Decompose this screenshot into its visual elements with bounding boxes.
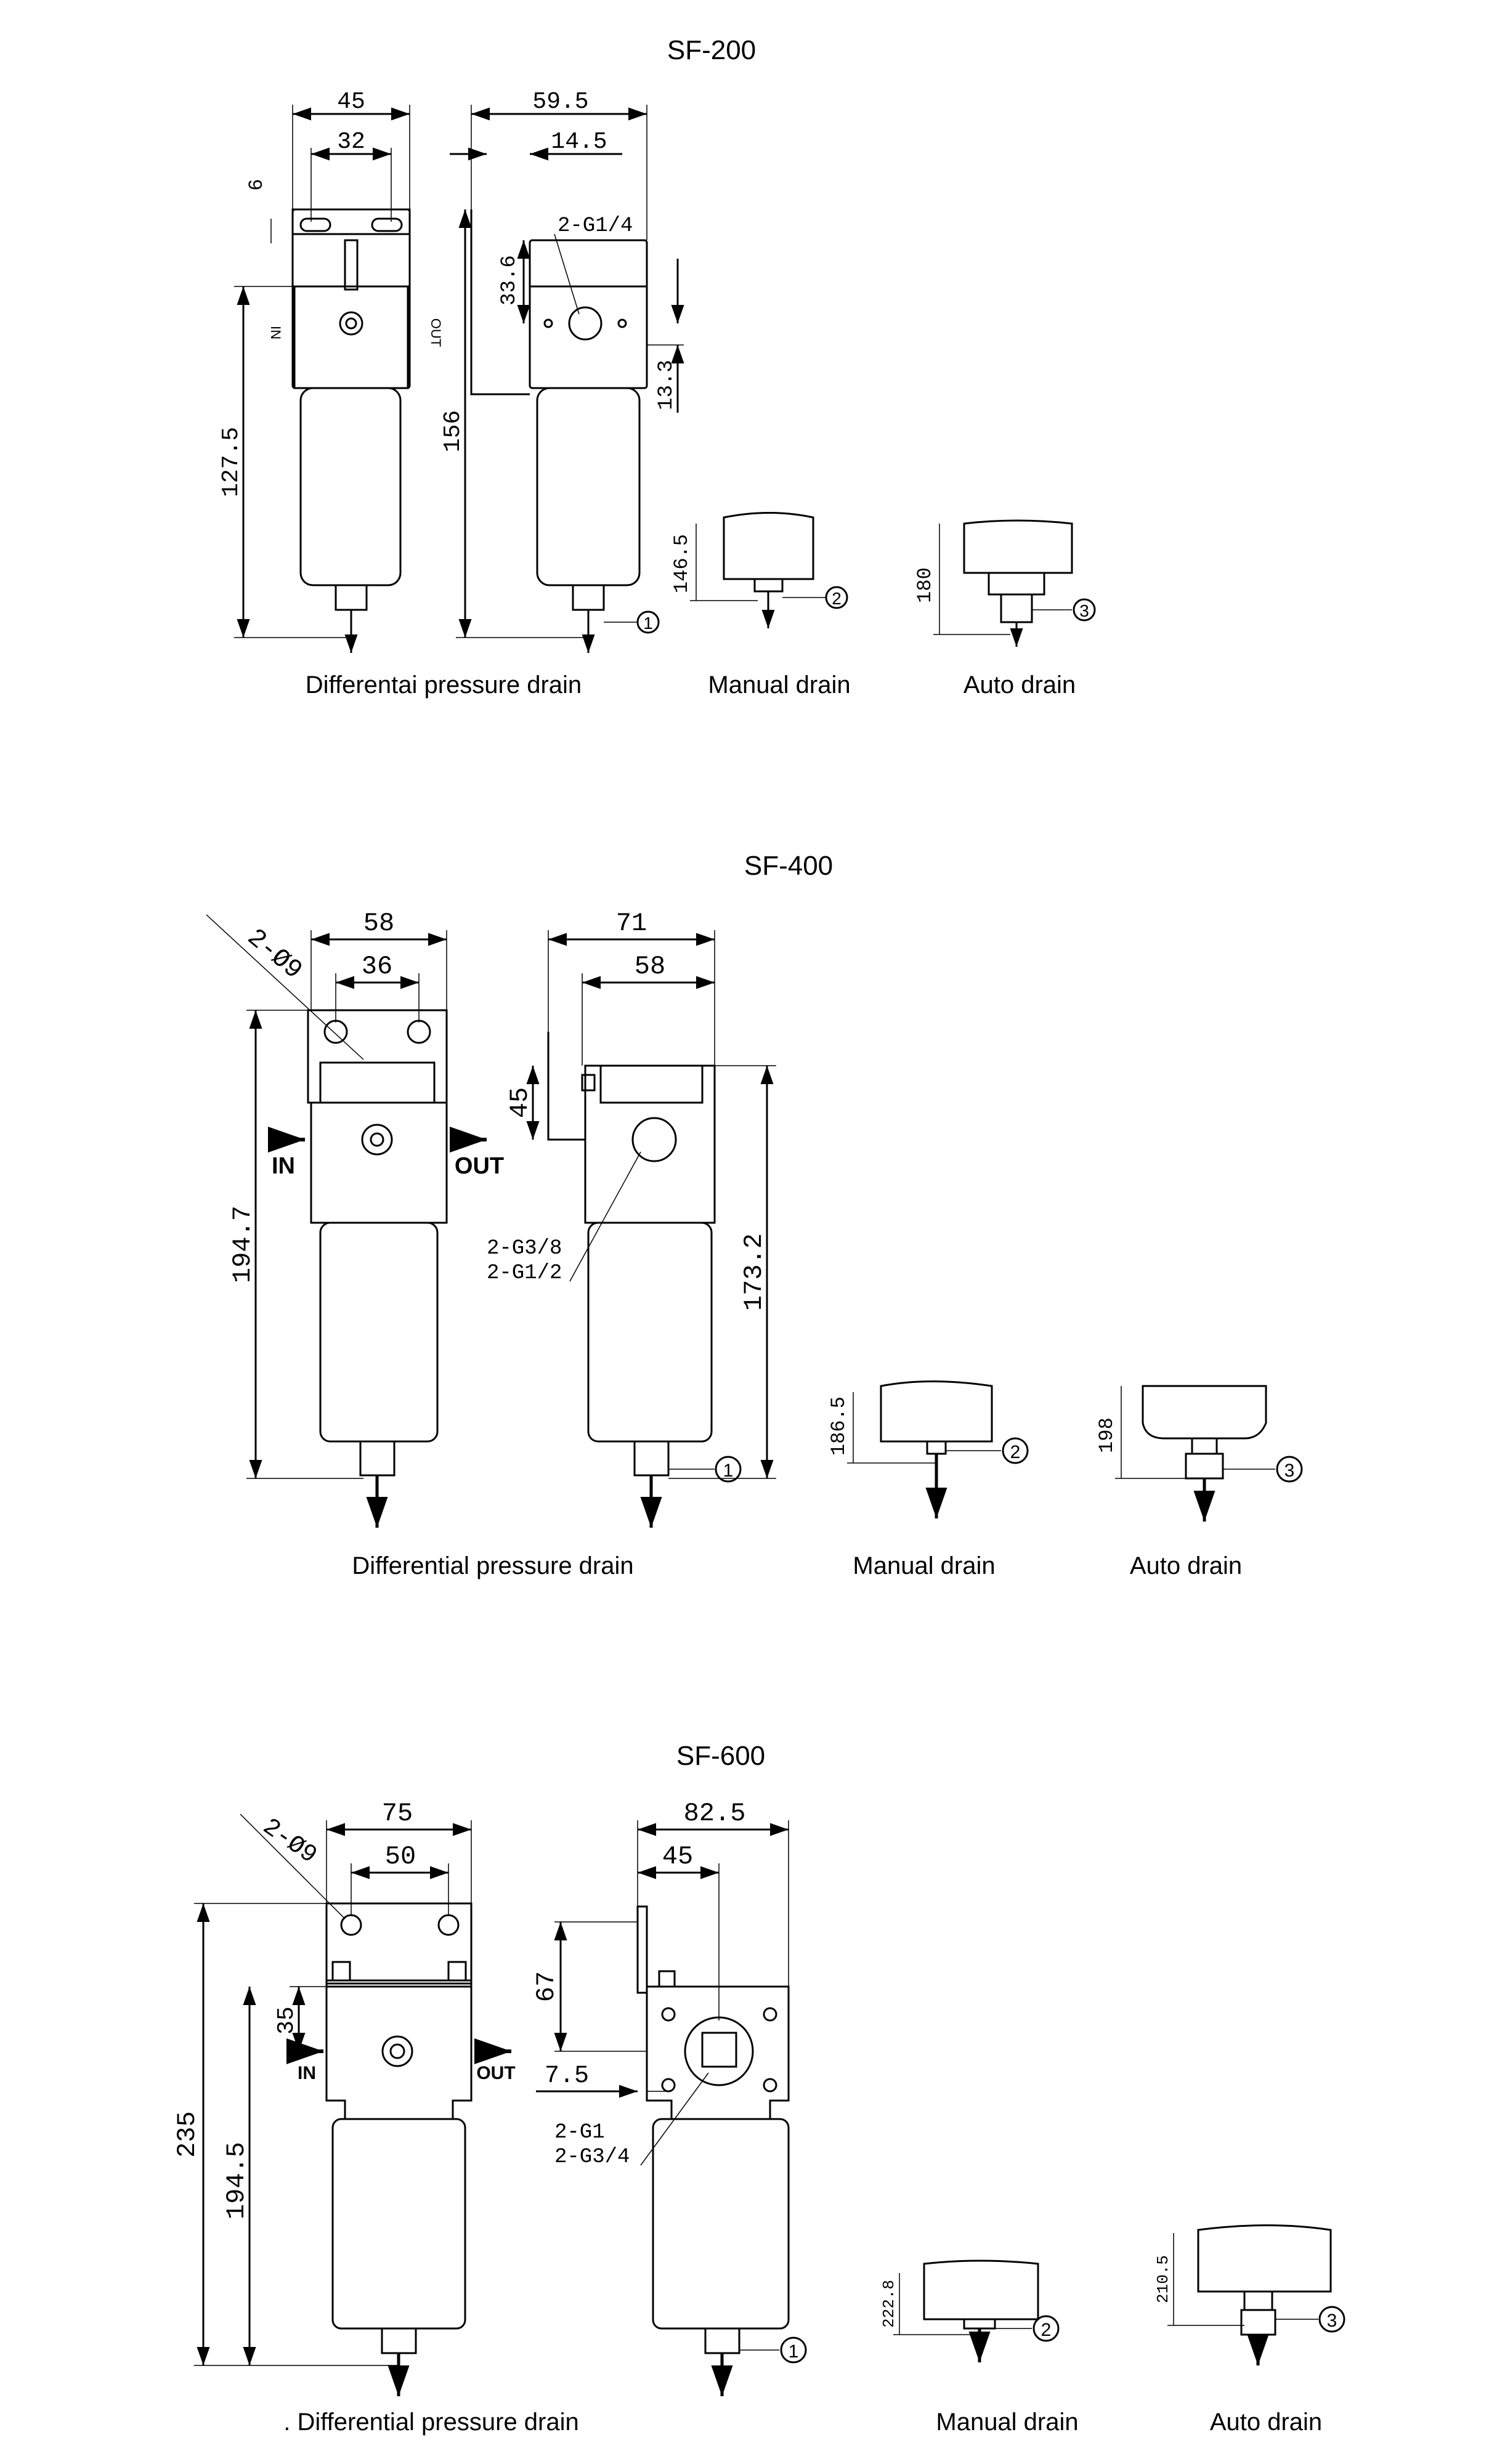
sf400-marker-1: 1 xyxy=(723,1461,734,1481)
sf200-side-view: 59.5 14.5 2-G1/4 33.6 13.3 156 1 xyxy=(440,89,684,653)
sf400-port-label-1: 2-G3/8 xyxy=(487,1237,562,1260)
sf200-dim-port-offset: 13.3 xyxy=(655,360,678,410)
sf400-port-label-2: 2-G1/2 xyxy=(487,1262,562,1285)
sf600-dim-manual-height: 222.8 xyxy=(880,2280,898,2328)
sf600-dim-top-outer: 75 xyxy=(382,1799,413,1828)
sf200-port-label: 2-G1/4 xyxy=(558,214,633,238)
sf400-front-view: IN OUT 58 36 2-Ø9 194.7 xyxy=(206,909,504,1528)
sf600-in-label: IN xyxy=(298,2063,316,2083)
sf600-title: SF-600 xyxy=(676,1741,765,1771)
sf400-dim-side-height: 173.2 xyxy=(739,1233,769,1311)
sf200-out-label: OUT xyxy=(428,318,444,347)
sf600-dim-bracket-height: 67 xyxy=(532,1971,561,2002)
sf200-caption-manual: Manual drain xyxy=(708,671,850,699)
sf400-dim-side-inner: 58 xyxy=(635,952,665,981)
sf600-dim-front-outer: 235 xyxy=(172,2111,202,2158)
sf600-caption-differential: . Differential pressure drain xyxy=(283,2409,579,2436)
sf600-section: SF-600 IN OUT 75 50 2-Ø9 xyxy=(172,1741,1345,2436)
sf200-dim-side-height: 156 xyxy=(440,410,466,452)
sf600-manual-drain: 2 222.8 xyxy=(880,2259,1060,2362)
sf200-in-label: IN xyxy=(268,326,283,339)
sf400-dim-top-outer: 58 xyxy=(363,909,394,938)
sf600-marker-3: 3 xyxy=(1327,2311,1337,2331)
sf400-manual-drain: 2 186.5 xyxy=(827,1380,1029,1518)
sf400-caption-manual: Manual drain xyxy=(853,1552,995,1579)
sf600-side-view: 82.5 45 67 7.5 2-G1 2-G3/4 1 xyxy=(532,1799,807,2396)
sf200-dim-top-inner: 32 xyxy=(337,129,365,155)
sf200-auto-drain: 3 180 xyxy=(914,519,1096,647)
sf400-side-view: 71 58 45 2-G3/8 2-G1/2 173.2 1 xyxy=(487,909,776,1528)
sf200-marker-2: 2 xyxy=(832,589,842,608)
sf600-hole-label: 2-Ø9 xyxy=(258,1814,322,1870)
sf400-caption-auto: Auto drain xyxy=(1130,1552,1242,1579)
sf600-dim-head-height: 35 xyxy=(274,2006,300,2035)
sf200-marker-3: 3 xyxy=(1079,601,1089,620)
sf400-dim-side-outer: 71 xyxy=(616,909,647,938)
sf400-hole-label: 2-Ø9 xyxy=(241,923,308,986)
sf400-dim-bracket-height: 45 xyxy=(505,1087,535,1118)
sf600-marker-1: 1 xyxy=(789,2341,799,2362)
sf200-caption-auto: Auto drain xyxy=(964,671,1076,699)
sf400-caption-differential: Differential pressure drain xyxy=(352,1552,633,1579)
sf600-dim-port-offset: 7.5 xyxy=(545,2062,589,2090)
sf200-dim-side-outer: 59.5 xyxy=(532,89,588,115)
sf400-in-label: IN xyxy=(272,1153,295,1179)
sf400-dim-front-height: 194.7 xyxy=(228,1206,258,1283)
sf600-auto-drain: 3 210.5 xyxy=(1154,2224,1345,2365)
sf200-front-view: IN OUT 45 32 6 127.5 xyxy=(218,89,444,653)
sf400-title: SF-400 xyxy=(744,851,833,881)
sf200-dim-manual-height: 146.5 xyxy=(670,534,693,593)
sf200-dim-port-height: 33.6 xyxy=(498,255,521,306)
sf200-caption-differential: Differentai pressure drain xyxy=(306,671,582,699)
sf200-dim-side-inner: 14.5 xyxy=(551,129,607,155)
sf600-dim-side-outer: 82.5 xyxy=(684,1799,746,1828)
sf600-dim-side-inner: 45 xyxy=(662,1842,693,1871)
sf600-port-label-1: 2-G1 xyxy=(554,2121,605,2144)
sf200-dim-front-height: 127.5 xyxy=(218,427,245,497)
sf400-dim-auto-height: 198 xyxy=(1095,1417,1118,1453)
sf200-dim-slot: 6 xyxy=(245,179,268,190)
sf600-out-label: OUT xyxy=(476,2063,515,2083)
sf600-dim-auto-height: 210.5 xyxy=(1154,2255,1172,2303)
sf400-marker-3: 3 xyxy=(1284,1461,1295,1481)
sf400-section: SF-400 IN OUT 58 36 2-Ø9 xyxy=(206,851,1303,1579)
sf600-caption-auto: Auto drain xyxy=(1210,2409,1322,2436)
sf200-dim-auto-height: 180 xyxy=(914,567,936,603)
sf200-marker-1: 1 xyxy=(643,614,653,633)
sf400-marker-2: 2 xyxy=(1010,1442,1021,1462)
sf600-front-view: IN OUT 75 50 2-Ø9 35 235 194.5 xyxy=(172,1799,516,2396)
sf400-dim-top-inner: 36 xyxy=(362,952,392,981)
sf600-caption-manual: Manual drain xyxy=(936,2409,1078,2436)
sf600-dim-top-inner: 50 xyxy=(385,1842,416,1871)
sf400-out-label: OUT xyxy=(455,1153,504,1179)
sf200-section: SF-200 IN OUT 45 32 6 xyxy=(218,35,1096,699)
sf400-dim-manual-height: 186.5 xyxy=(827,1396,850,1456)
sf200-title: SF-200 xyxy=(667,35,756,65)
sf200-dim-top-outer: 45 xyxy=(337,89,365,115)
sf400-auto-drain: 3 198 xyxy=(1095,1385,1303,1522)
sf600-marker-2: 2 xyxy=(1041,2320,1052,2340)
sf600-port-label-2: 2-G3/4 xyxy=(554,2146,630,2169)
sf200-manual-drain: 2 146.5 xyxy=(670,512,848,628)
sf600-dim-front-inner: 194.5 xyxy=(222,2142,251,2219)
